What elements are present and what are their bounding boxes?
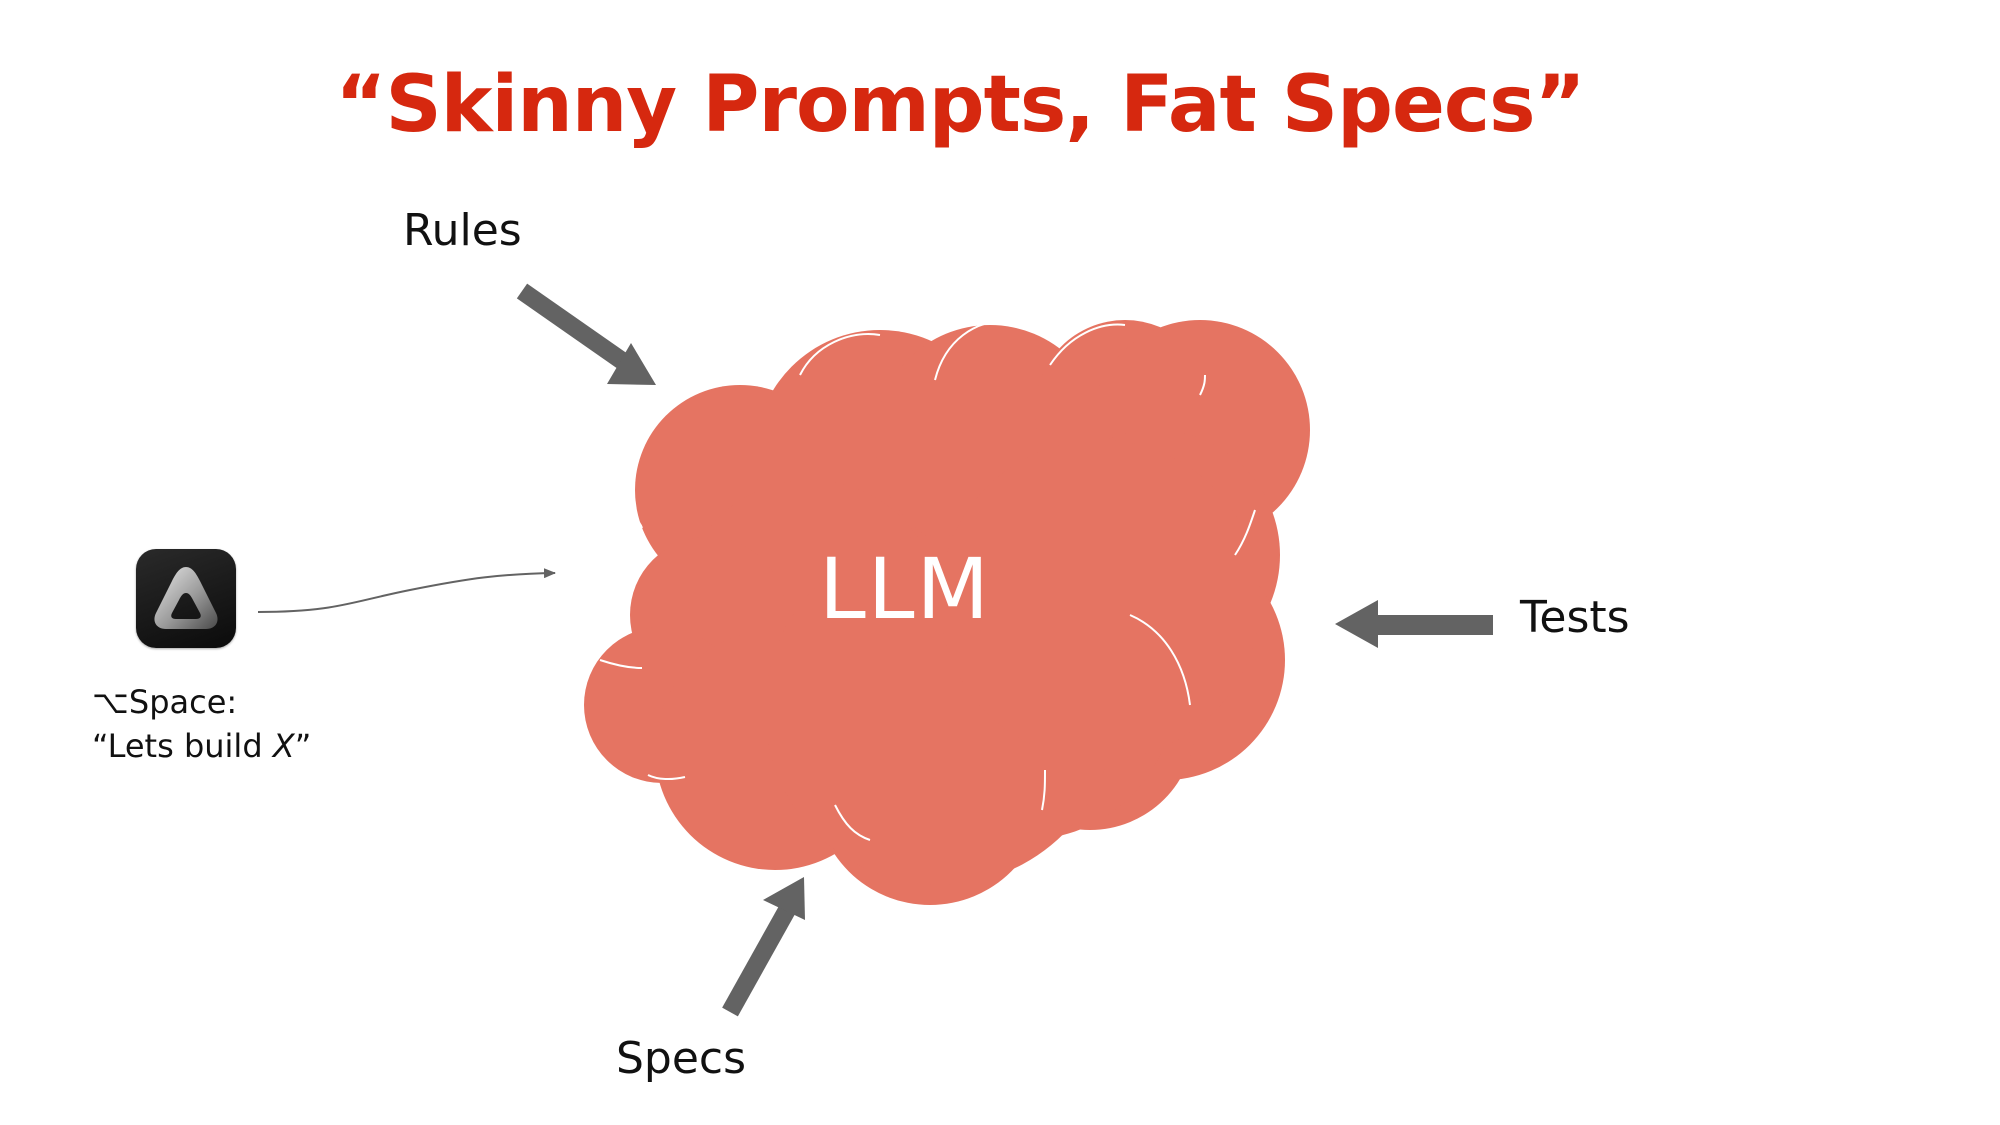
prompt-suffix: ” (294, 727, 312, 765)
prompt-text: “Lets build X” (92, 724, 311, 768)
tests-label: Tests (1520, 592, 1630, 643)
llm-label: LLM (818, 540, 992, 638)
tests-arrow (1335, 600, 1493, 648)
llm-cloud (584, 320, 1310, 905)
prompt-variable: X (272, 727, 295, 765)
prompt-prefix: “Lets build (92, 727, 273, 765)
shortcut-line: ⌥Space: (92, 683, 238, 721)
app-triangle-logo-icon (136, 549, 236, 648)
prompt-caption: ⌥Space: “Lets build X” (92, 680, 311, 768)
slide-title: “Skinny Prompts, Fat Specs” (335, 60, 1586, 150)
prompt-arrow (257, 568, 556, 613)
cloud-seams (599, 319, 1256, 841)
rules-label: Rules (403, 205, 522, 256)
rules-arrow (516, 283, 656, 385)
specs-arrow (722, 877, 805, 1017)
specs-label: Specs (616, 1033, 747, 1084)
